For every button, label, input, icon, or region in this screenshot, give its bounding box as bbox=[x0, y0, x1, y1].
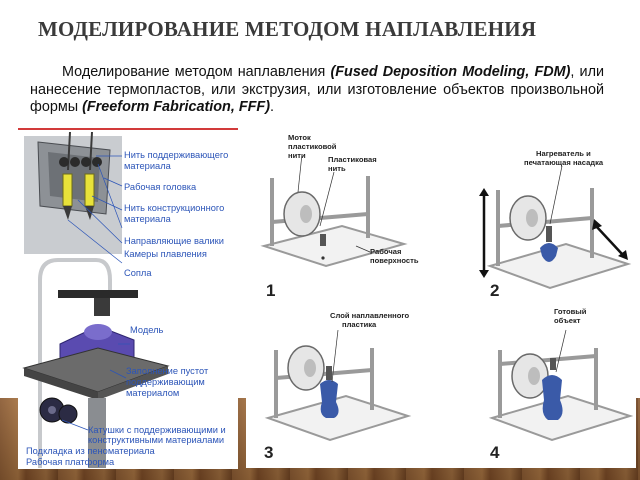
nozzle-icon bbox=[546, 226, 552, 242]
melt-chamber-icon bbox=[62, 173, 73, 207]
leader-line bbox=[109, 369, 127, 379]
label-support-filament: Нить поддерживающего материала bbox=[124, 150, 231, 171]
nozzle-icon bbox=[326, 366, 332, 380]
leader-line bbox=[67, 219, 123, 264]
label-layer: Слой наплавленного пластика bbox=[330, 311, 411, 329]
printed-part-icon bbox=[320, 380, 339, 418]
roller-icon bbox=[70, 157, 80, 167]
intro-text-1: Моделирование методом наплавления bbox=[62, 64, 331, 80]
spool-hub bbox=[48, 406, 56, 414]
leader-line bbox=[91, 195, 123, 211]
gantry-bar bbox=[58, 290, 138, 298]
deposit-dot bbox=[321, 256, 325, 260]
label-heater: Нагреватель и печатающая насадка bbox=[524, 149, 604, 167]
xy-axis-arrow bbox=[595, 225, 623, 255]
roller-icon bbox=[92, 157, 102, 167]
fdm-steps-panel: Моток пластиковой нити Пластиковая нить … bbox=[246, 118, 636, 468]
intro-text-2: , или нанесение термопластов, или экстру… bbox=[30, 64, 604, 115]
leader-line bbox=[331, 329, 339, 383]
platform-edge bbox=[98, 366, 168, 400]
label-print-head: Рабочая головка bbox=[124, 182, 197, 192]
melt-chamber-icon bbox=[84, 173, 95, 207]
step-3-printer: Слой наплавленного пластика 3 bbox=[264, 311, 412, 462]
label-build-filament: Нить конструкционного материала bbox=[124, 203, 227, 224]
spool-hub bbox=[528, 367, 540, 385]
model-dome-icon bbox=[84, 324, 112, 340]
label-surface: Рабочая поверхность bbox=[370, 247, 419, 265]
label-spools: Катушки с поддерживающими и конструктивн… bbox=[88, 425, 228, 445]
step-number: 3 bbox=[264, 443, 273, 462]
intro-term-fff: (Freeform Fabrication, FFF) bbox=[82, 99, 270, 115]
frame-rail bbox=[499, 354, 597, 366]
leader-line bbox=[97, 163, 123, 229]
spool-hub bbox=[300, 205, 312, 223]
step-number: 4 bbox=[490, 443, 500, 462]
label-filament: Пластиковая нить bbox=[328, 155, 379, 173]
slide-title: МОДЕЛИРОВАНИЕ МЕТОДОМ НАПЛАВЛЕНИЯ bbox=[38, 17, 537, 41]
arrow-head bbox=[592, 219, 602, 230]
fdm-steps-diagram: Моток пластиковой нити Пластиковая нить … bbox=[260, 133, 634, 462]
label-drive-rollers: Направляющие валики bbox=[124, 236, 224, 246]
nozzle-icon bbox=[550, 358, 556, 370]
finished-part-icon bbox=[542, 375, 563, 420]
build-surface-icon bbox=[486, 242, 632, 290]
nozzle-icon bbox=[63, 206, 72, 220]
step-number: 2 bbox=[490, 281, 499, 300]
leader-line bbox=[61, 419, 89, 431]
label-void-fill: Заполнение пустот поддерживающим материа… bbox=[126, 366, 211, 398]
label-spool: Моток пластиковой нити bbox=[288, 133, 339, 160]
label-finished: Готовый объект bbox=[554, 307, 589, 325]
leader-line bbox=[103, 177, 123, 187]
platform-stand bbox=[88, 398, 106, 468]
intro-paragraph: Моделирование методом наплавления (Fused… bbox=[30, 64, 604, 117]
step-1-printer: Моток пластиковой нити Пластиковая нить … bbox=[260, 133, 419, 300]
nozzle-icon bbox=[320, 234, 326, 246]
leader-line bbox=[555, 329, 567, 373]
roller-icon bbox=[59, 157, 69, 167]
printed-part-icon bbox=[540, 243, 558, 262]
spool-icon bbox=[58, 404, 78, 424]
label-melt-chambers: Камеры плавления bbox=[124, 249, 207, 259]
spool-hub bbox=[304, 359, 316, 377]
label-model: Модель bbox=[130, 325, 164, 335]
intro-term-fdm: (Fused Deposition Modeling, FDM) bbox=[330, 64, 571, 80]
fdm-schematic-panel: Нить поддерживающего материала Рабочая г… bbox=[18, 128, 238, 469]
step-2-printer: Нагреватель и печатающая насадка 2 bbox=[479, 149, 632, 300]
arrow-head bbox=[479, 188, 489, 196]
print-head-body bbox=[94, 298, 110, 316]
fdm-schematic: Нить поддерживающего материала Рабочая г… bbox=[22, 131, 231, 468]
label-platform: Рабочая платформа bbox=[26, 457, 115, 467]
leader-line bbox=[297, 153, 303, 193]
leader-line bbox=[77, 199, 123, 244]
label-foam-base: Подкладка из пеноматериала bbox=[26, 446, 155, 456]
roller-icon bbox=[81, 157, 91, 167]
build-surface-icon bbox=[264, 394, 412, 442]
intro-text-3: . bbox=[269, 99, 274, 115]
arrow-head bbox=[479, 270, 489, 278]
feed-tube bbox=[38, 258, 112, 468]
step-4-printer: Готовый объект 4 bbox=[488, 307, 634, 462]
leader-line bbox=[549, 165, 563, 225]
spool-hub bbox=[526, 209, 538, 227]
leader-line bbox=[319, 171, 335, 227]
step-number: 1 bbox=[266, 281, 275, 300]
leader-line bbox=[355, 245, 371, 253]
label-nozzles: Сопла bbox=[124, 268, 152, 278]
platform-edge bbox=[24, 368, 98, 400]
arrow-head bbox=[618, 250, 628, 260]
